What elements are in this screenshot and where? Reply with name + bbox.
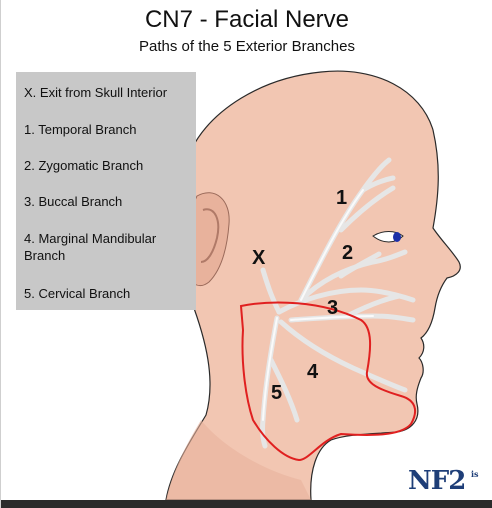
nf2is-logo-sub: is [471,469,479,479]
ear-inner [200,208,220,263]
legend-item-exit: X. Exit from Skull Interior [24,85,168,100]
page-subtitle: Paths of the 5 Exterior Branches [139,38,355,55]
marker-exit: X [252,247,266,269]
legend-item-cervical: 5. Cervical Branch [24,286,131,301]
marker-marginal-mandibular: 4 [307,361,319,383]
bottom-border [1,500,492,508]
jaw-outline-red [239,301,417,462]
neck-shadow [166,420,311,500]
nerve-branches [260,157,416,449]
legend-item-buccal: 3. Buccal Branch [24,194,123,209]
legend-item-temporal: 1. Temporal Branch [24,122,137,137]
legend-item-zygomatic: 2. Zygomatic Branch [24,158,144,173]
legend-item-marginal-mandibular: 4. Marginal Mandibular Branch [24,231,157,263]
eye-iris [393,232,401,242]
marker-zygomatic: 2 [342,242,354,264]
marker-temporal: 1 [336,187,348,209]
branch-legend: X. Exit from Skull Interior 1. Temporal … [16,72,196,310]
page-title: CN7 - Facial Nerve [144,6,350,33]
marker-cervical: 5 [271,382,283,404]
marker-buccal: 3 [327,297,339,319]
nf2is-logo: NF2 [408,466,466,496]
nerve-branches-highlight [262,189,374,421]
